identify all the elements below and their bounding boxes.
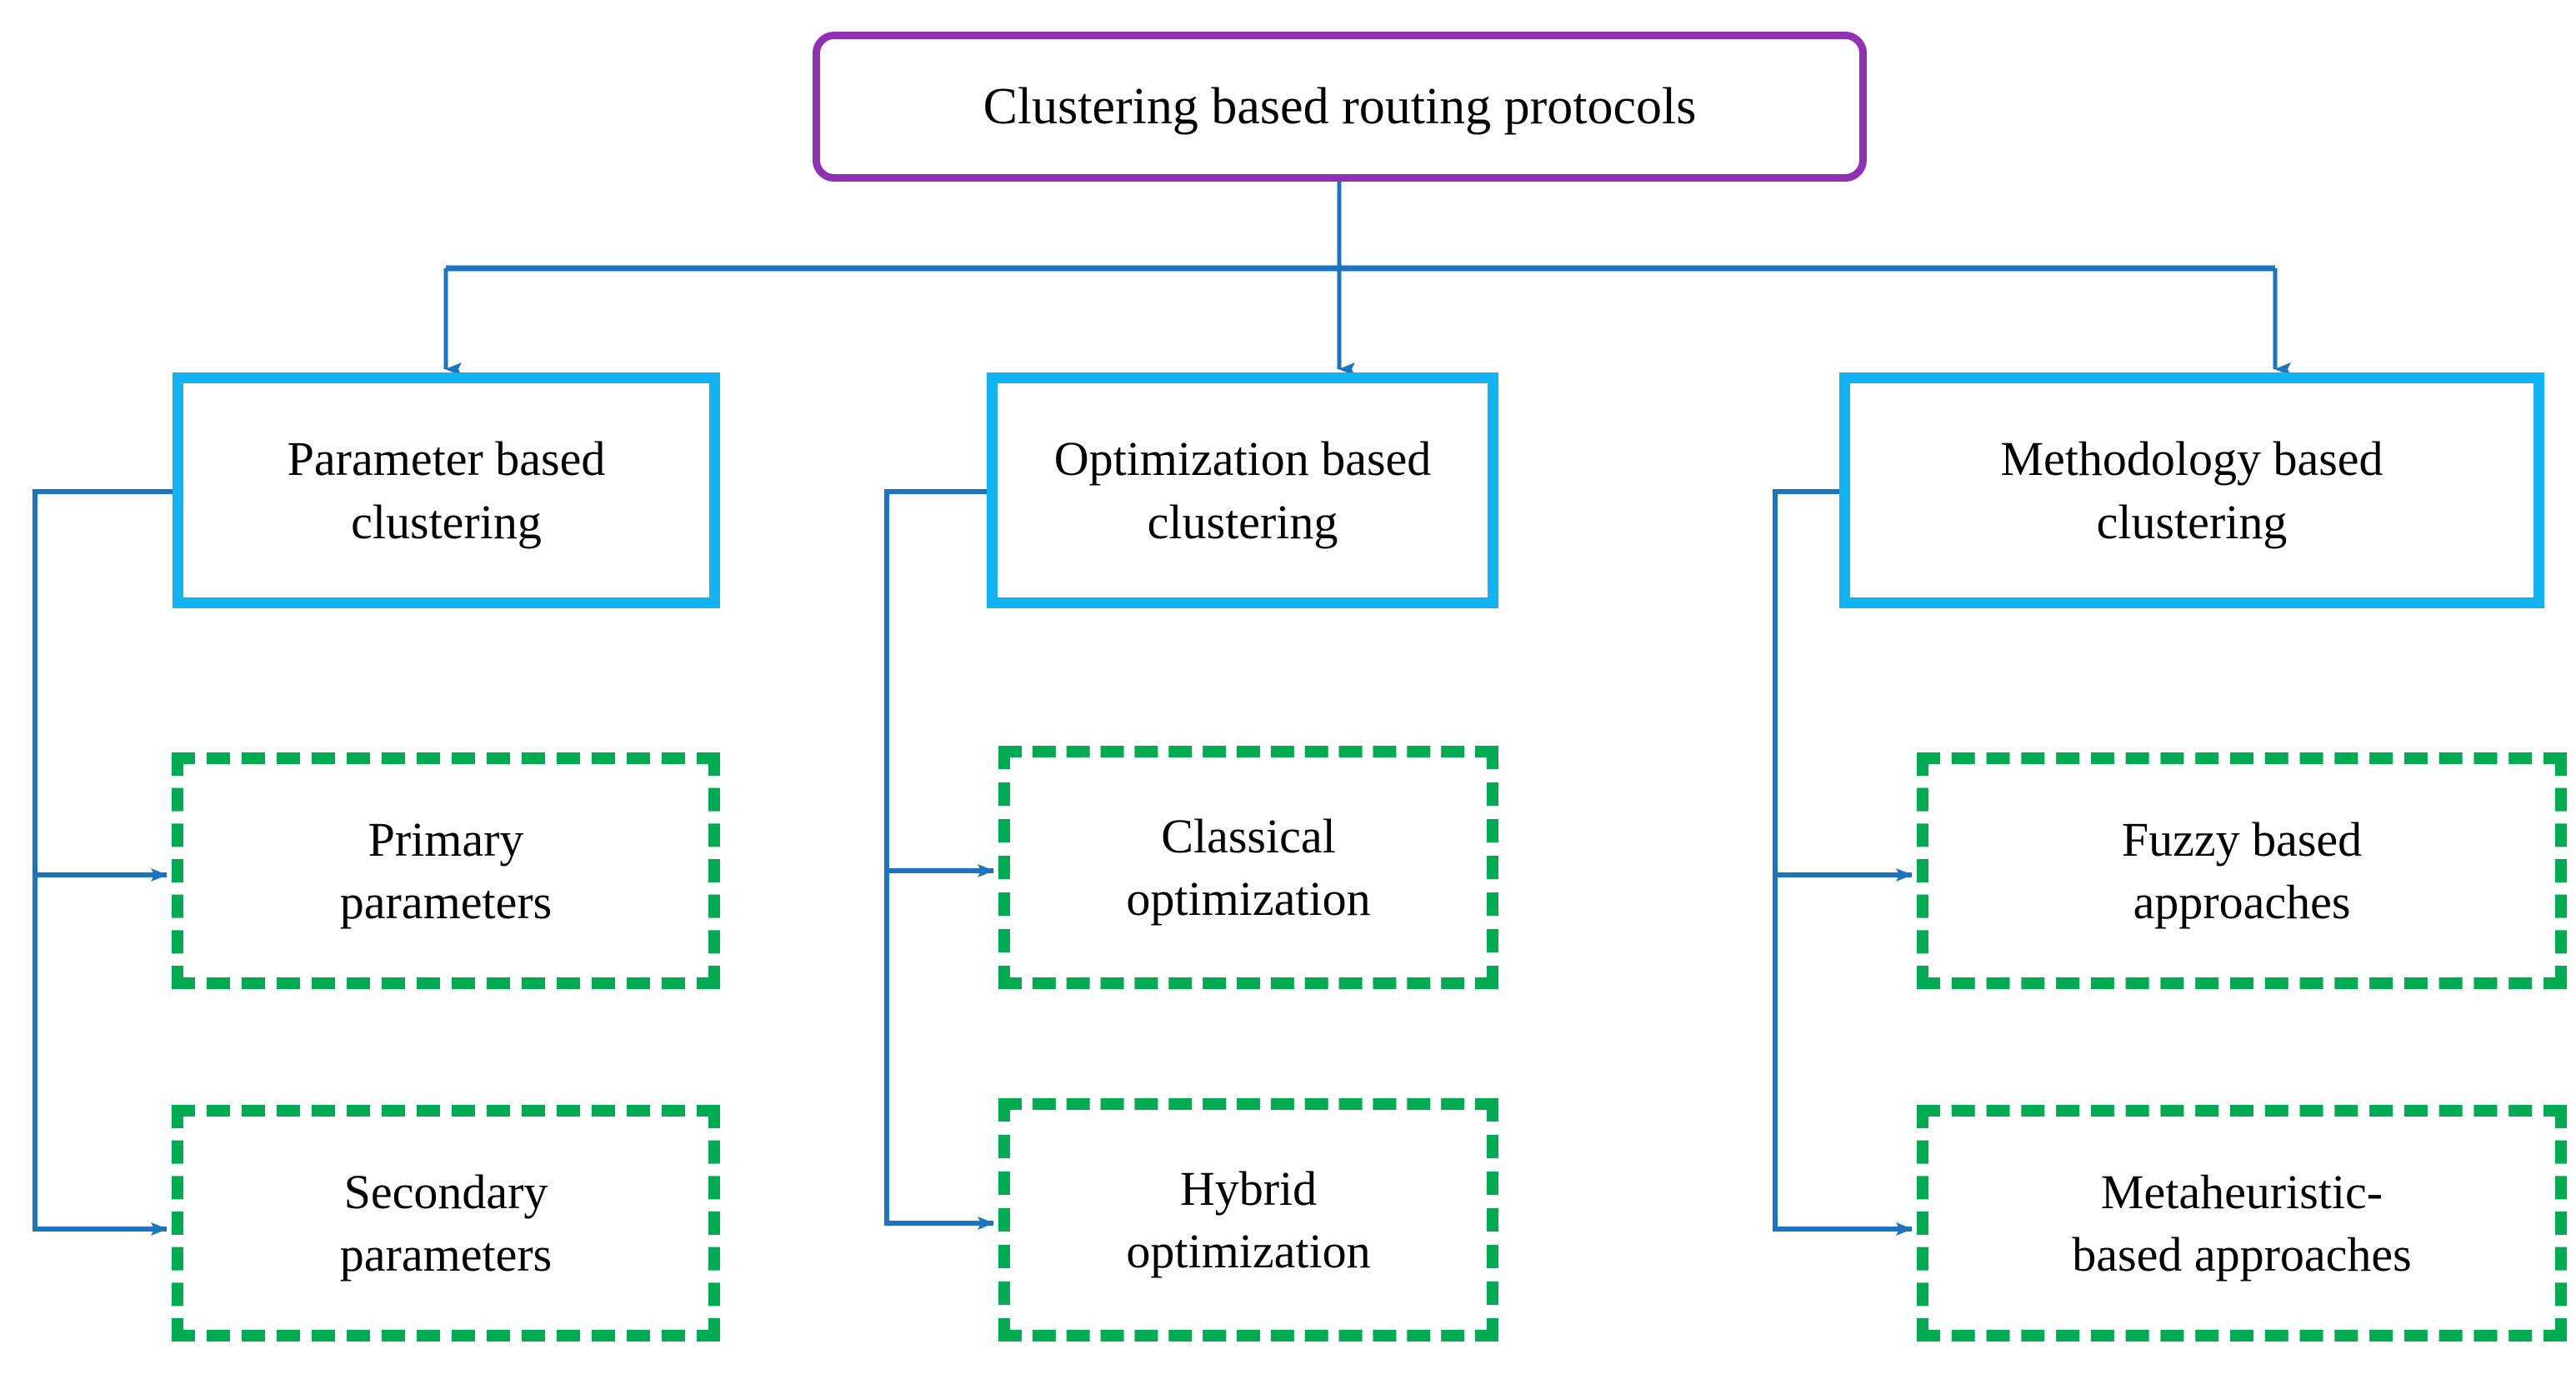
node-optimization-based-clustering[interactable]: Optimization based clustering [987,372,1498,608]
node-clustering-based-routing-protocols[interactable]: Clustering based routing protocols [813,32,1867,182]
node-label: Methodology based clustering [2000,432,2383,549]
node-label: Classical optimization [1126,808,1371,926]
node-label: Optimization based clustering [1053,432,1432,549]
node-primary-parameters[interactable]: Primary parameters [172,752,720,989]
node-classical-optimization[interactable]: Classical optimization [998,746,1498,989]
node-methodology-based-clustering[interactable]: Methodology based clustering [1839,372,2544,608]
node-parameter-based-clustering[interactable]: Parameter based clustering [173,372,720,608]
node-label: Fuzzy based approaches [2121,812,2363,929]
node-metaheuristic-based-approaches[interactable]: Metaheuristic- based approaches [1917,1105,2567,1342]
node-label: Parameter based clustering [287,432,606,549]
connector-optimization-based-rail [884,489,994,1230]
node-label: Metaheuristic- based approaches [2072,1164,2412,1282]
node-fuzzy-based-approaches[interactable]: Fuzzy based approaches [1917,752,2567,989]
node-label: Primary parameters [339,812,553,929]
node-hybrid-optimization[interactable]: Hybrid optimization [998,1098,1498,1342]
node-label: Hybrid optimization [1126,1161,1371,1278]
node-label: Secondary parameters [339,1164,553,1282]
node-label: Clustering based routing protocols [983,77,1697,135]
connector-parameter-based-rail [33,489,173,1236]
node-secondary-parameters[interactable]: Secondary parameters [172,1105,720,1342]
